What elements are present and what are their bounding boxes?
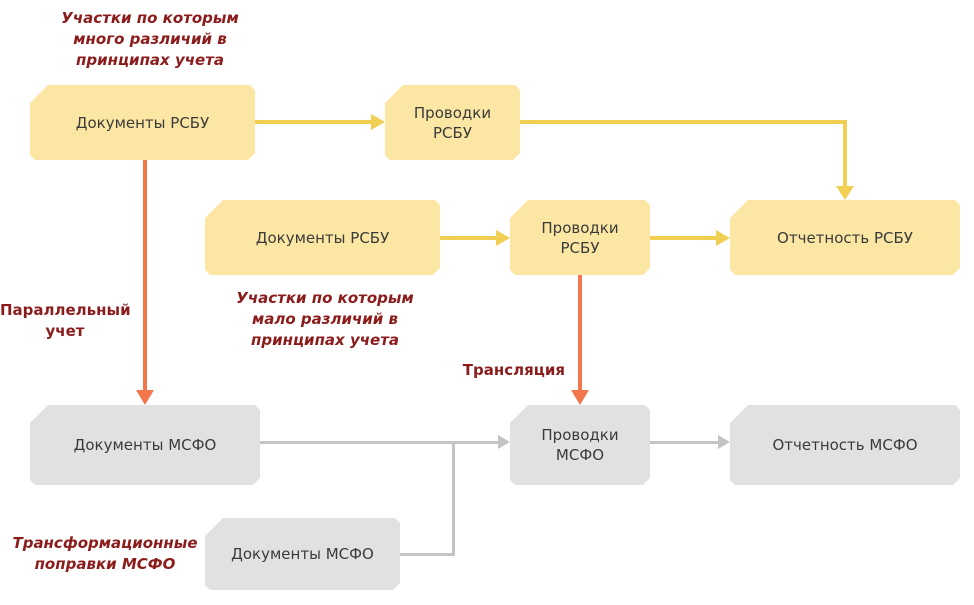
node-rsbu-documents-top: Документы РСБУ [30,85,255,160]
node-msfo-report: Отчетность МСФО [730,405,960,485]
annotation-many-differences: Участки по которым много различий в прин… [61,9,239,69]
node-msfo-documents: Документы МСФО [30,405,260,485]
node-rsbu-documents-mid: Документы РСБУ [205,200,440,275]
annotation-few-differences: Участки по которым мало различий в принц… [236,289,414,349]
arrow-translation-line [578,275,582,390]
arrow-rsbu-postings-mid-to-report-line [650,236,716,240]
annotation-translation: Трансляция [462,361,565,379]
arrow-rsbu-postings-top-to-report-vline [843,120,847,186]
arrow-parallel-accounting-line [143,160,147,390]
node-rsbu-report: Отчетность РСБУ [730,200,960,275]
arrow-msfo-postings-to-report-line [650,441,718,444]
node-rsbu-postings-mid: Проводки РСБУ [510,200,650,275]
node-msfo-documents-bottom: Документы МСФО [205,518,400,590]
arrow-rsbu-postings-mid-to-report-head [716,230,730,246]
node-rsbu-postings-top: Проводки РСБУ [385,85,520,160]
arrow-rsbu-docs-mid-to-postings-line [440,236,496,240]
arrow-rsbu-postings-top-to-report-hline [520,120,847,124]
arrow-rsbu-postings-top-to-report-head [836,186,854,200]
arrow-translation-head [571,390,589,405]
arrow-msfo-postings-to-report-head [718,435,730,449]
annotation-transformation: Трансформационные поправки МСФО [12,534,198,573]
arrow-rsbu-docs-top-to-postings-line [255,120,371,124]
arrow-msfo-docs-to-postings-line [260,441,498,444]
arrow-rsbu-docs-top-to-postings-head [371,114,385,130]
arrow-parallel-accounting-head [136,390,154,405]
connector-msfo-docs-bottom-hline [400,553,455,556]
arrow-msfo-docs-to-postings-head [498,435,510,449]
arrow-rsbu-docs-mid-to-postings-head [496,230,510,246]
annotation-parallel-accounting: Параллельный учет [0,301,131,340]
node-msfo-postings: Проводки МСФО [510,405,650,485]
connector-msfo-docs-bottom-vline [452,441,455,556]
